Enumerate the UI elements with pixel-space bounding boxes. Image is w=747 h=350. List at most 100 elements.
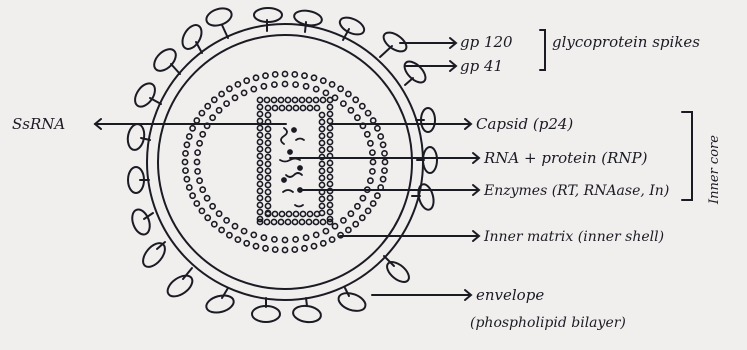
capsid-bead xyxy=(257,132,262,137)
matrix-bead xyxy=(311,75,316,80)
matrix-bead xyxy=(235,82,240,87)
capsid-bead xyxy=(327,209,332,214)
matrix-bead xyxy=(244,78,249,83)
matrix-bead xyxy=(184,177,189,182)
matrix-bead xyxy=(293,82,298,87)
capsid-bead xyxy=(292,219,297,224)
label-envelope: envelope xyxy=(476,286,544,304)
capsid-bead xyxy=(265,105,270,110)
matrix-bead xyxy=(210,204,215,209)
matrix-bead xyxy=(282,237,287,242)
matrix-bead xyxy=(227,233,232,238)
spike-15 xyxy=(164,268,196,301)
matrix-bead xyxy=(314,232,319,237)
capsid-bead xyxy=(319,147,324,152)
capsid-bead xyxy=(327,104,332,109)
capsid-bead xyxy=(306,219,311,224)
capsid-bead xyxy=(257,209,262,214)
capsid-bead xyxy=(327,174,332,179)
capsid-bead xyxy=(257,139,262,144)
capsid-bead xyxy=(257,97,262,102)
capsid-bead xyxy=(286,105,291,110)
matrix-bead xyxy=(217,108,222,113)
capsid-bead xyxy=(265,189,270,194)
capsid-bead xyxy=(272,211,277,216)
capsid-bead xyxy=(265,168,270,173)
matrix-bead xyxy=(355,115,360,120)
matrix-bead xyxy=(330,237,335,242)
label-envelope-detail: (phospholipid bilayer) xyxy=(470,315,626,331)
capsid-bead xyxy=(319,168,324,173)
matrix-bead xyxy=(197,178,202,183)
matrix-bead xyxy=(311,244,316,249)
capsid-bead xyxy=(327,195,332,200)
matrix-bead xyxy=(282,71,287,76)
matrix-bead xyxy=(224,218,229,223)
capsid-bead xyxy=(299,97,304,102)
matrix-bead xyxy=(282,81,287,86)
spike-19 xyxy=(126,123,150,151)
matrix-bead xyxy=(194,159,199,164)
capsid-bead xyxy=(327,118,332,123)
capsid-bead xyxy=(319,119,324,124)
capsid-bead xyxy=(265,203,270,208)
spike-8 xyxy=(417,147,437,173)
matrix-bead xyxy=(263,73,268,78)
capsid-bead xyxy=(327,202,332,207)
matrix-bead xyxy=(273,247,278,252)
capsid-bead xyxy=(265,147,270,152)
matrix-bead xyxy=(292,247,297,252)
label-ssrna: SsRNA xyxy=(12,115,65,133)
label-capsid: Capsid (p24) xyxy=(476,115,573,133)
label-inner-matrix: Inner matrix (inner shell) xyxy=(483,229,664,245)
matrix-bead xyxy=(253,75,258,80)
capsid-bead xyxy=(265,140,270,145)
matrix-bead xyxy=(304,84,309,89)
capsid-bead xyxy=(292,97,297,102)
capsid-bead xyxy=(327,181,332,186)
capsid-bead xyxy=(278,97,283,102)
capsid-bead xyxy=(319,210,324,215)
spike-13 xyxy=(252,298,280,322)
matrix-bead xyxy=(190,193,195,198)
capsid-bead xyxy=(271,97,276,102)
capsid-bead xyxy=(307,105,312,110)
matrix-bead xyxy=(360,196,365,201)
capsid-bead xyxy=(265,175,270,180)
capsid-bead xyxy=(300,211,305,216)
capsid-bead xyxy=(327,125,332,130)
matrix-bead xyxy=(360,104,365,109)
capsid-bead xyxy=(257,125,262,130)
matrix-bead xyxy=(244,241,249,246)
matrix-bead xyxy=(292,72,297,77)
matrix-bead xyxy=(194,118,199,123)
capsid-bead xyxy=(265,196,270,201)
capsid-bead xyxy=(327,167,332,172)
capsid-bead xyxy=(257,153,262,158)
matrix-bead xyxy=(314,87,319,92)
capsid-bead xyxy=(293,211,298,216)
matrix-bead xyxy=(323,90,328,95)
capsid-bead xyxy=(327,97,332,102)
matrix-bead xyxy=(366,208,371,213)
capsid-bead xyxy=(319,182,324,187)
matrix-bead xyxy=(183,151,188,156)
matrix-bead xyxy=(378,134,383,139)
capsid-bead xyxy=(265,126,270,131)
matrix-bead xyxy=(341,218,346,223)
capsid-bead xyxy=(299,219,304,224)
capsid-bead xyxy=(286,211,291,216)
matrix-bead xyxy=(341,101,346,106)
matrix-bead xyxy=(187,134,192,139)
matrix-bead xyxy=(360,215,365,220)
capsid-bead xyxy=(300,105,305,110)
capsid-bead xyxy=(257,167,262,172)
matrix-bead xyxy=(212,97,217,102)
matrix-bead xyxy=(205,104,210,109)
matrix-bead xyxy=(261,235,266,240)
matrix-bead xyxy=(272,237,277,242)
matrix-bead xyxy=(219,91,224,96)
matrix-bead xyxy=(346,91,351,96)
capsid-bead xyxy=(327,111,332,116)
